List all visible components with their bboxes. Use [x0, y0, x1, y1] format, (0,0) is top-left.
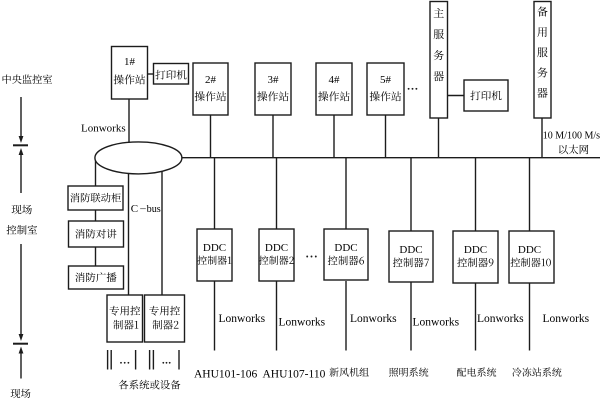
svg-text:DDC: DDC: [518, 244, 541, 256]
svg-text:10 M/100 M/s: 10 M/100 M/s: [543, 130, 600, 141]
svg-text:DDC: DDC: [203, 242, 226, 254]
svg-text:4#: 4#: [329, 74, 341, 86]
svg-text:2#: 2#: [205, 74, 217, 86]
svg-text:Lonworks: Lonworks: [477, 313, 524, 325]
svg-text:Lonworks: Lonworks: [219, 313, 266, 325]
svg-text:–: –: [139, 203, 146, 215]
svg-text:1#: 1#: [124, 56, 136, 68]
svg-text:DDC: DDC: [334, 242, 357, 254]
svg-text:Lonworks: Lonworks: [81, 122, 126, 134]
svg-text:Lonworks: Lonworks: [350, 313, 397, 325]
svg-text:DDC: DDC: [399, 244, 422, 256]
svg-text:AHU101-106: AHU101-106: [194, 369, 257, 381]
svg-text:Lonworks: Lonworks: [413, 317, 460, 329]
svg-text:Lonworks: Lonworks: [543, 313, 590, 325]
svg-text:DDC: DDC: [464, 244, 487, 256]
svg-text:Lonworks: Lonworks: [279, 317, 326, 329]
svg-text:5#: 5#: [380, 74, 392, 86]
svg-text:bus: bus: [147, 204, 161, 215]
svg-text:DDC: DDC: [265, 242, 288, 254]
svg-text:3#: 3#: [268, 74, 280, 86]
svg-text:C: C: [131, 203, 138, 215]
svg-text:AHU107-110: AHU107-110: [263, 369, 326, 381]
